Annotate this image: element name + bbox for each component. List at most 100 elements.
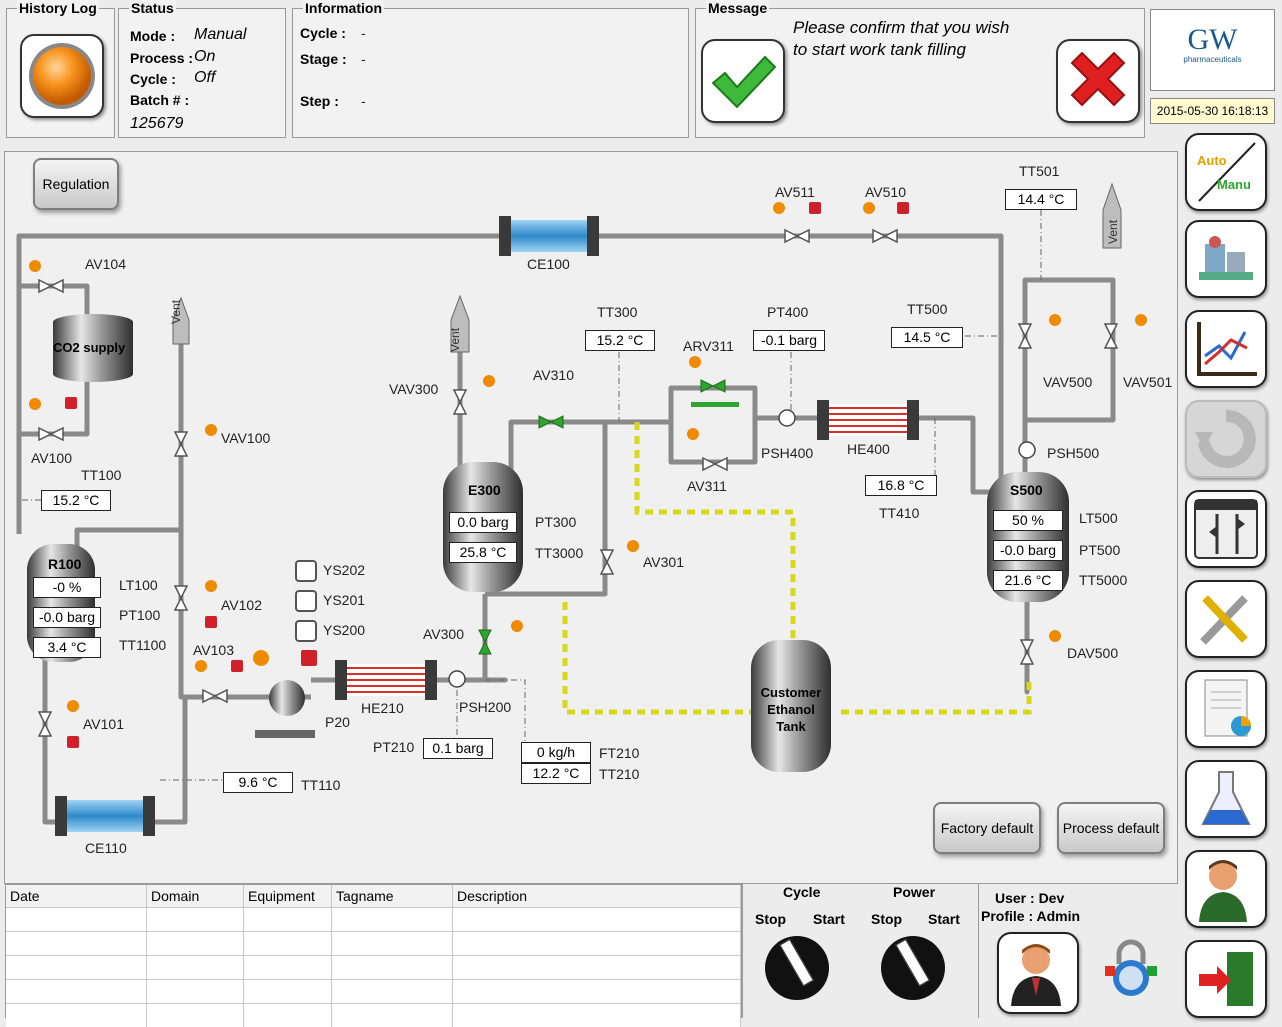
orange-hand-icon[interactable] bbox=[29, 260, 41, 272]
ys200-switch[interactable] bbox=[295, 620, 317, 642]
cycle-value: Off bbox=[194, 69, 215, 87]
table-row[interactable] bbox=[6, 932, 741, 956]
orange-hand-icon[interactable] bbox=[195, 660, 207, 672]
process-value: On bbox=[194, 48, 215, 66]
col-description[interactable]: Description bbox=[453, 885, 741, 908]
history-log-button[interactable] bbox=[20, 34, 104, 118]
tag-dav500: DAV500 bbox=[1067, 645, 1118, 661]
mode-label: Mode : bbox=[130, 28, 175, 44]
orange-hand-icon[interactable] bbox=[627, 540, 639, 552]
orange-hand-icon[interactable] bbox=[1135, 314, 1147, 326]
orange-hand-icon[interactable] bbox=[29, 398, 41, 410]
reading-ft210: 0 kg/h bbox=[521, 742, 591, 763]
reading-pt300: 0.0 barg bbox=[449, 512, 517, 533]
trend-button[interactable] bbox=[1185, 310, 1267, 388]
batch-value: 125679 bbox=[130, 115, 183, 133]
orange-hand-icon[interactable] bbox=[773, 202, 785, 214]
mixer-panel-icon bbox=[1187, 492, 1265, 566]
lab-button[interactable] bbox=[1185, 760, 1267, 838]
factory-default-button[interactable]: Factory default bbox=[933, 802, 1041, 854]
tag-av310: AV310 bbox=[533, 367, 574, 383]
lock-icon bbox=[1099, 936, 1163, 1000]
user-panel: User : Dev Profile : Admin bbox=[978, 884, 1179, 1018]
user-label: User : Dev bbox=[995, 890, 1064, 906]
tag-av103: AV103 bbox=[193, 642, 234, 658]
tag-psh400: PSH400 bbox=[761, 445, 813, 461]
exchanger-he210 bbox=[335, 660, 437, 700]
tag-pt500: PT500 bbox=[1079, 542, 1120, 558]
power-start-label: Start bbox=[928, 911, 960, 927]
customer-tank-line-2: Ethanol bbox=[751, 701, 831, 718]
cycle-label: Cycle : bbox=[130, 71, 176, 87]
info-stage-label: Stage : bbox=[300, 51, 347, 67]
cancel-x-icon bbox=[1058, 41, 1138, 121]
tag-tt1100: TT1100 bbox=[119, 637, 166, 653]
cycle-selector-switch[interactable] bbox=[765, 936, 829, 1000]
refresh-button[interactable] bbox=[1185, 400, 1267, 478]
plant-3d-button[interactable] bbox=[1185, 220, 1267, 298]
trend-chart-icon bbox=[1187, 312, 1265, 386]
info-stage-value: - bbox=[361, 51, 366, 67]
tag-tt110: TT110 bbox=[301, 777, 340, 793]
col-equipment[interactable]: Equipment bbox=[244, 885, 332, 908]
table-row[interactable] bbox=[6, 980, 741, 1004]
tag-psh200: PSH200 bbox=[459, 699, 511, 715]
mode-value: Manual bbox=[194, 26, 246, 44]
tag-av300: AV300 bbox=[423, 626, 464, 642]
orange-hand-icon[interactable] bbox=[205, 424, 217, 436]
orange-hand-icon[interactable] bbox=[1049, 314, 1061, 326]
tag-ce110: CE110 bbox=[85, 840, 127, 856]
reading-pt210: 0.1 barg bbox=[423, 738, 493, 759]
exit-button[interactable] bbox=[1185, 940, 1267, 1018]
cycle-switch-label: Cycle bbox=[783, 884, 820, 900]
ys201-switch[interactable] bbox=[295, 590, 317, 612]
process-default-button[interactable]: Process default bbox=[1057, 802, 1165, 854]
power-selector-knob bbox=[895, 939, 929, 987]
cycle-selector-knob bbox=[779, 939, 813, 987]
tools-button[interactable] bbox=[1185, 580, 1267, 658]
orange-hand-icon[interactable] bbox=[863, 202, 875, 214]
alarm-grid: Date Domain Equipment Tagname Descriptio… bbox=[6, 885, 741, 1027]
auto-manu-button[interactable]: Auto Manu bbox=[1185, 133, 1267, 211]
process-diagram: Regulation Vent Vent Vent CO2 supply R10… bbox=[4, 151, 1178, 884]
alarm-table[interactable]: Date Domain Equipment Tagname Descriptio… bbox=[5, 884, 742, 1018]
mixer-panel-button[interactable] bbox=[1185, 490, 1267, 568]
process-label: Process : bbox=[130, 50, 193, 66]
col-tagname[interactable]: Tagname bbox=[332, 885, 453, 908]
red-lock-icon bbox=[897, 202, 909, 214]
orange-hand-icon[interactable] bbox=[511, 620, 523, 632]
user-admin-button[interactable] bbox=[1185, 850, 1267, 928]
confirm-button[interactable] bbox=[701, 39, 785, 123]
col-date[interactable]: Date bbox=[6, 885, 147, 908]
power-selector-switch[interactable] bbox=[881, 936, 945, 1000]
user-login-button[interactable] bbox=[997, 932, 1079, 1014]
tag-ys201: YS201 bbox=[323, 592, 365, 608]
regulation-button[interactable]: Regulation bbox=[33, 158, 119, 210]
reading-lt100: -0 % bbox=[33, 577, 101, 598]
orange-hand-icon[interactable] bbox=[253, 650, 269, 666]
cycle-stop-label: Stop bbox=[755, 911, 786, 927]
table-row[interactable] bbox=[6, 908, 741, 932]
vent-label-1: Vent bbox=[169, 300, 183, 324]
orange-hand-icon[interactable] bbox=[205, 580, 217, 592]
orange-hand-icon[interactable] bbox=[687, 428, 699, 440]
col-domain[interactable]: Domain bbox=[147, 885, 244, 908]
cancel-button[interactable] bbox=[1056, 39, 1140, 123]
report-button[interactable] bbox=[1185, 670, 1267, 748]
ys202-switch[interactable] bbox=[295, 560, 317, 582]
tag-tt300: TT300 bbox=[597, 304, 637, 320]
lock-button[interactable] bbox=[1099, 936, 1163, 1000]
orange-hand-icon[interactable] bbox=[483, 375, 495, 387]
customer-tank-label: Customer Ethanol Tank bbox=[751, 684, 831, 735]
reading-tt410: 16.8 °C bbox=[865, 475, 937, 496]
orange-hand-icon[interactable] bbox=[67, 700, 79, 712]
table-row[interactable] bbox=[6, 1004, 741, 1027]
vent-label-3: Vent bbox=[1106, 220, 1120, 244]
plant-3d-icon bbox=[1187, 222, 1265, 296]
tag-av311: AV311 bbox=[687, 478, 727, 494]
tag-arv311: ARV311 bbox=[683, 338, 734, 354]
info-step-label: Step : bbox=[300, 93, 339, 109]
table-row[interactable] bbox=[6, 956, 741, 980]
orange-hand-icon[interactable] bbox=[1049, 630, 1061, 642]
orange-hand-icon[interactable] bbox=[689, 356, 701, 368]
